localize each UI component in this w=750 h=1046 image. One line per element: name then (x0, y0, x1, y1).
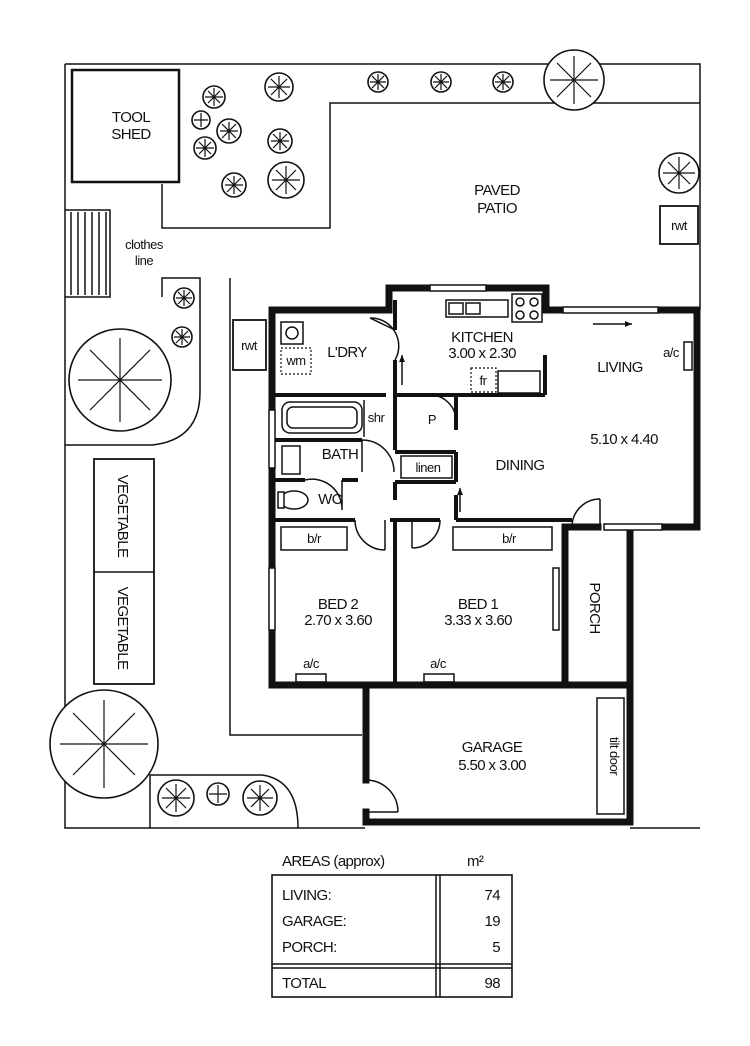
linen-label: linen (416, 460, 441, 475)
clothes-line (70, 212, 107, 295)
washing-machine-label: wm (285, 353, 305, 368)
wc-label: WC (318, 491, 343, 508)
paved-patio-label-2: PATIO (477, 200, 517, 217)
areas-table-title: AREAS (approx) (282, 853, 385, 870)
laundry-label: L'DRY (327, 344, 367, 361)
bed2-dimension: 2.70 x 3.60 (304, 612, 372, 629)
robe-label-bed2: b/r (307, 531, 322, 546)
vegetable-label-1: VEGETABLE (114, 475, 131, 558)
tool-shed-label-2: SHED (111, 126, 151, 143)
fixtures (277, 293, 693, 815)
areas-table: AREAS (approx) m² LIVING: 74 GARAGE: 19 … (271, 853, 513, 998)
rainwater-tank-patio (659, 205, 699, 245)
porch-label: PORCH (586, 582, 603, 633)
areas-row-living-name: LIVING: (282, 887, 331, 904)
vegetable-label-2: VEGETABLE (114, 587, 131, 670)
pantry-label: P (428, 412, 436, 427)
shrubs (49, 49, 700, 817)
kitchen-label: KITCHEN (451, 329, 513, 346)
areas-row-garage-value: 19 (485, 913, 501, 930)
shower-label: shr (368, 410, 386, 425)
clothes-line-label-1: clothes (125, 237, 164, 252)
internal-walls (272, 300, 572, 685)
door-swings (304, 317, 601, 813)
site-boundary-west (64, 64, 365, 829)
house-walls (268, 284, 701, 826)
site-boundary (65, 63, 701, 310)
tool-shed-label-1: TOOL (112, 109, 150, 126)
areas-row-living-value: 74 (485, 887, 501, 904)
windows (268, 284, 663, 631)
patio-outline (161, 102, 700, 229)
clothes-line-label-2: line (135, 253, 154, 268)
areas-total-name: TOTAL (282, 975, 326, 992)
garage-label: GARAGE (462, 739, 523, 756)
fridge-label: fr (480, 373, 488, 388)
bed2-label: BED 2 (318, 596, 359, 613)
front-path (149, 774, 299, 829)
rainwater-tank-side (232, 319, 267, 371)
garden-path-east (229, 278, 362, 736)
bed1-dimension: 3.33 x 3.60 (444, 612, 512, 629)
paved-patio-label-1: PAVED (474, 182, 520, 199)
areas-row-porch-name: PORCH: (282, 939, 337, 956)
dining-label: DINING (496, 457, 545, 474)
tilt-door-label: tilt door (607, 737, 622, 776)
rwt-label-side: rwt (241, 338, 258, 353)
garden-path-curve (65, 277, 201, 446)
garden-path-west (65, 209, 111, 298)
living-dimension: 5.10 x 4.40 (590, 431, 658, 448)
tool-shed (70, 68, 181, 184)
bath-label: BATH (322, 446, 359, 463)
areas-table-unit: m² (467, 853, 484, 870)
garage-dimension: 5.50 x 3.00 (458, 757, 526, 774)
kitchen-dimension: 3.00 x 2.30 (448, 345, 516, 362)
areas-row-garage-name: GARAGE: (282, 913, 346, 930)
robe-label-bed1: b/r (502, 531, 517, 546)
areas-row-porch-value: 5 (492, 939, 500, 956)
bed1-ac-label: a/c (430, 656, 447, 671)
rwt-label-patio: rwt (671, 218, 688, 233)
areas-total-value: 98 (485, 975, 501, 992)
bed2-ac-label: a/c (303, 656, 320, 671)
living-label: LIVING (597, 359, 643, 376)
living-ac-label: a/c (663, 345, 680, 360)
bed1-label: BED 1 (458, 596, 499, 613)
